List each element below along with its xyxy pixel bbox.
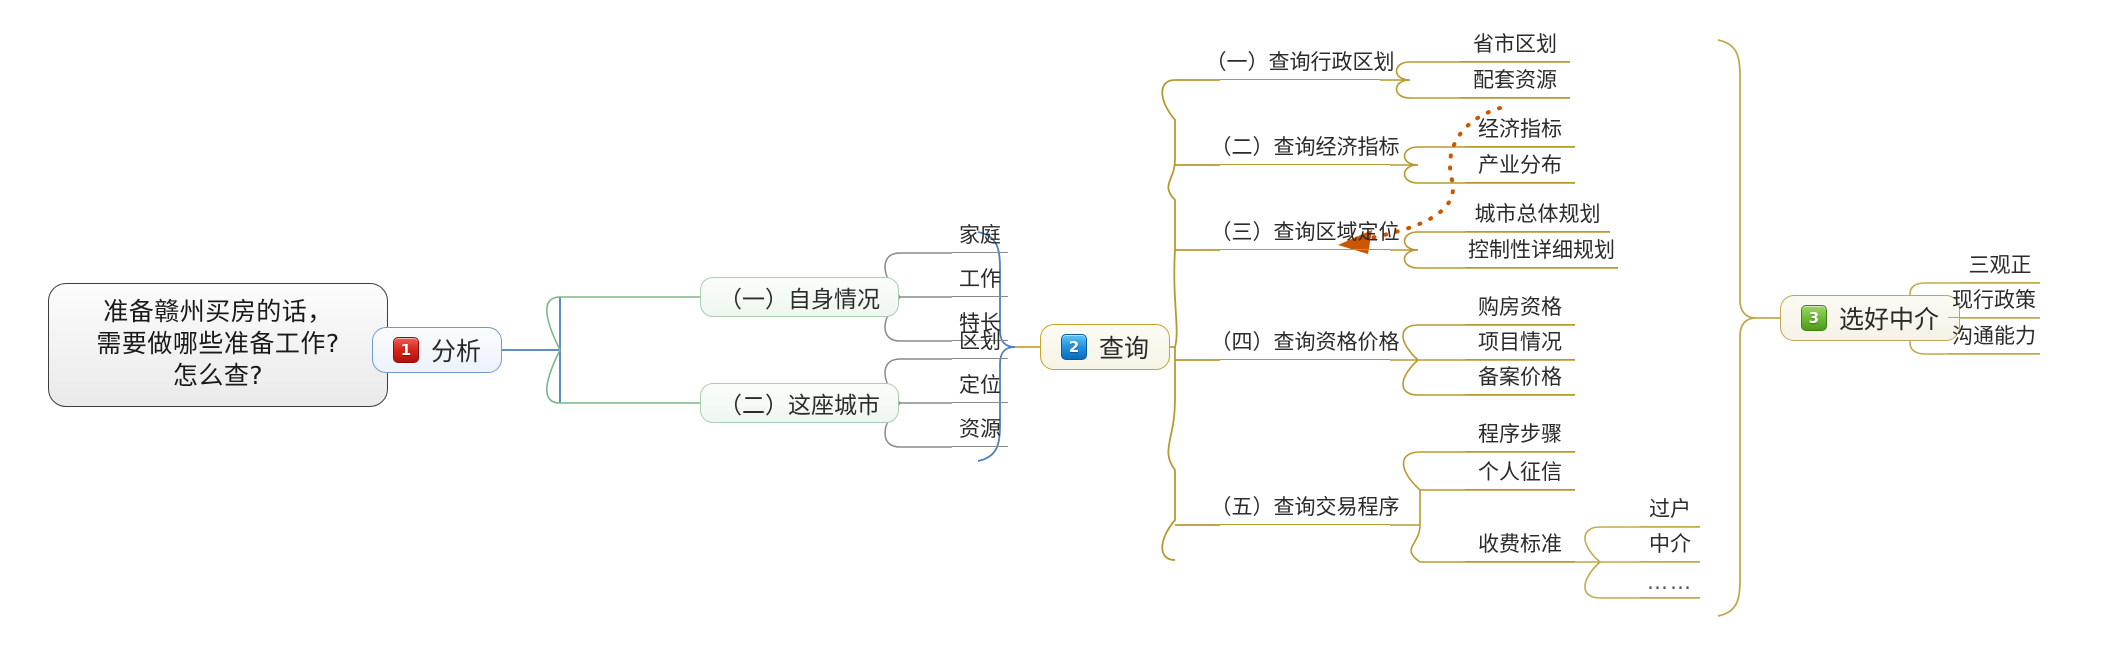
branch-node-query[interactable]: 2 查询 <box>1040 324 1171 370</box>
leaf-fee-standard[interactable]: 收费标准 <box>1465 532 1575 562</box>
leaf-label: 控制性详细规划 <box>1468 238 1615 262</box>
leaf-label: 收费标准 <box>1478 532 1562 556</box>
leaf-label: 经济指标 <box>1478 117 1562 141</box>
leaf-label: 工作 <box>959 267 1001 291</box>
leaf-communication-ability[interactable]: 沟通能力 <box>1948 324 2040 354</box>
leaf-economic-indicators[interactable]: 经济指标 <box>1465 117 1575 147</box>
leaf-ellipsis[interactable]: …… <box>1640 568 1700 598</box>
branch-label-analysis: 分析 <box>431 337 482 366</box>
leaf-district[interactable]: 区划 <box>952 329 1008 359</box>
leaf-label: 购房资格 <box>1478 295 1562 319</box>
leaf-label: 备案价格 <box>1478 365 1562 389</box>
subbranch-label: （二）查询经济指标 <box>1210 135 1400 159</box>
leaf-purchase-qualification[interactable]: 购房资格 <box>1465 295 1575 325</box>
leaf-procedure-steps[interactable]: 程序步骤 <box>1465 422 1575 452</box>
leaf-current-policy[interactable]: 现行政策 <box>1948 288 2040 318</box>
badge-1-icon: 1 <box>393 337 419 363</box>
leaf-industry-distribution[interactable]: 产业分布 <box>1465 153 1575 183</box>
root-line-3: 怎么查? <box>172 361 264 390</box>
subbranch-query-qualification-price[interactable]: （四）查询资格价格 <box>1211 330 1400 360</box>
subbranch-query-administrative-division[interactable]: （一）查询行政区划 <box>1206 50 1395 80</box>
subbranch-self-situation[interactable]: （一）自身情况 <box>700 277 899 317</box>
badge-2-icon: 2 <box>1061 334 1087 360</box>
leaf-label: 现行政策 <box>1952 288 2036 312</box>
leaf-agency[interactable]: 中介 <box>1640 532 1700 562</box>
leaf-label: 特长 <box>959 311 1001 335</box>
leaf-work[interactable]: 工作 <box>952 267 1008 297</box>
leaf-resources[interactable]: 资源 <box>952 417 1008 447</box>
leaf-label: 定位 <box>959 373 1001 397</box>
leaf-positioning[interactable]: 定位 <box>952 373 1008 403</box>
leaf-label: 区划 <box>959 329 1001 353</box>
subbranch-label: （三）查询区域定位 <box>1210 220 1400 244</box>
leaf-label: 过户 <box>1649 497 1691 521</box>
subbranch-label: （一）查询行政区划 <box>1205 50 1395 74</box>
subbranch-this-city[interactable]: （二）这座城市 <box>700 383 899 423</box>
leaf-label: 省市区划 <box>1473 32 1557 56</box>
leaf-label: 程序步骤 <box>1478 422 1562 446</box>
root-node[interactable]: 准备赣州买房的话， 需要做哪些准备工作? 怎么查? <box>48 283 388 407</box>
leaf-transfer[interactable]: 过户 <box>1640 497 1700 527</box>
subbranch-label: （四）查询资格价格 <box>1210 330 1400 354</box>
leaf-supporting-resources[interactable]: 配套资源 <box>1460 68 1570 98</box>
leaf-province-city-division[interactable]: 省市区划 <box>1460 32 1570 62</box>
leaf-family[interactable]: 家庭 <box>952 223 1008 253</box>
subbranch-query-regional-positioning[interactable]: （三）查询区域定位 <box>1211 220 1400 250</box>
leaf-label: 中介 <box>1649 532 1691 556</box>
subbranch-query-economic-indicators[interactable]: （二）查询经济指标 <box>1211 135 1400 165</box>
branch-node-analysis[interactable]: 1 分析 <box>372 327 503 373</box>
leaf-label: 三观正 <box>1968 253 2032 277</box>
leaf-filing-price[interactable]: 备案价格 <box>1465 365 1575 395</box>
leaf-label: 沟通能力 <box>1952 324 2036 348</box>
leaf-regulatory-detailed-plan[interactable]: 控制性详细规划 <box>1465 238 1618 268</box>
leaf-label: …… <box>1647 570 1693 594</box>
leaf-label: 个人征信 <box>1478 460 1562 484</box>
leaf-label: 配套资源 <box>1473 68 1557 92</box>
root-line-2: 需要做哪些准备工作? <box>96 329 340 358</box>
branch-node-agent[interactable]: 3 选好中介 <box>1780 295 1961 341</box>
leaf-label: 资源 <box>959 417 1001 441</box>
root-line-1: 准备赣州买房的话， <box>103 297 333 326</box>
branch-label-query: 查询 <box>1099 334 1150 363</box>
leaf-personal-credit[interactable]: 个人征信 <box>1465 460 1575 490</box>
branch-label-agent: 选好中介 <box>1839 305 1940 334</box>
leaf-project-status[interactable]: 项目情况 <box>1465 330 1575 360</box>
badge-3-icon: 3 <box>1801 305 1827 331</box>
leaf-label: 家庭 <box>959 223 1001 247</box>
leaf-label: 产业分布 <box>1478 153 1562 177</box>
leaf-specialty[interactable]: 特长 <box>952 311 1008 341</box>
subbranch-query-transaction-procedure[interactable]: （五）查询交易程序 <box>1211 495 1400 525</box>
leaf-label: 城市总体规划 <box>1474 202 1601 226</box>
leaf-label: 项目情况 <box>1478 330 1562 354</box>
subbranch-label: （一）自身情况 <box>719 287 880 313</box>
leaf-right-values[interactable]: 三观正 <box>1960 253 2040 283</box>
subbranch-label: （二）这座城市 <box>719 393 880 419</box>
leaf-city-master-plan[interactable]: 城市总体规划 <box>1465 202 1610 232</box>
subbranch-label: （五）查询交易程序 <box>1210 495 1400 519</box>
